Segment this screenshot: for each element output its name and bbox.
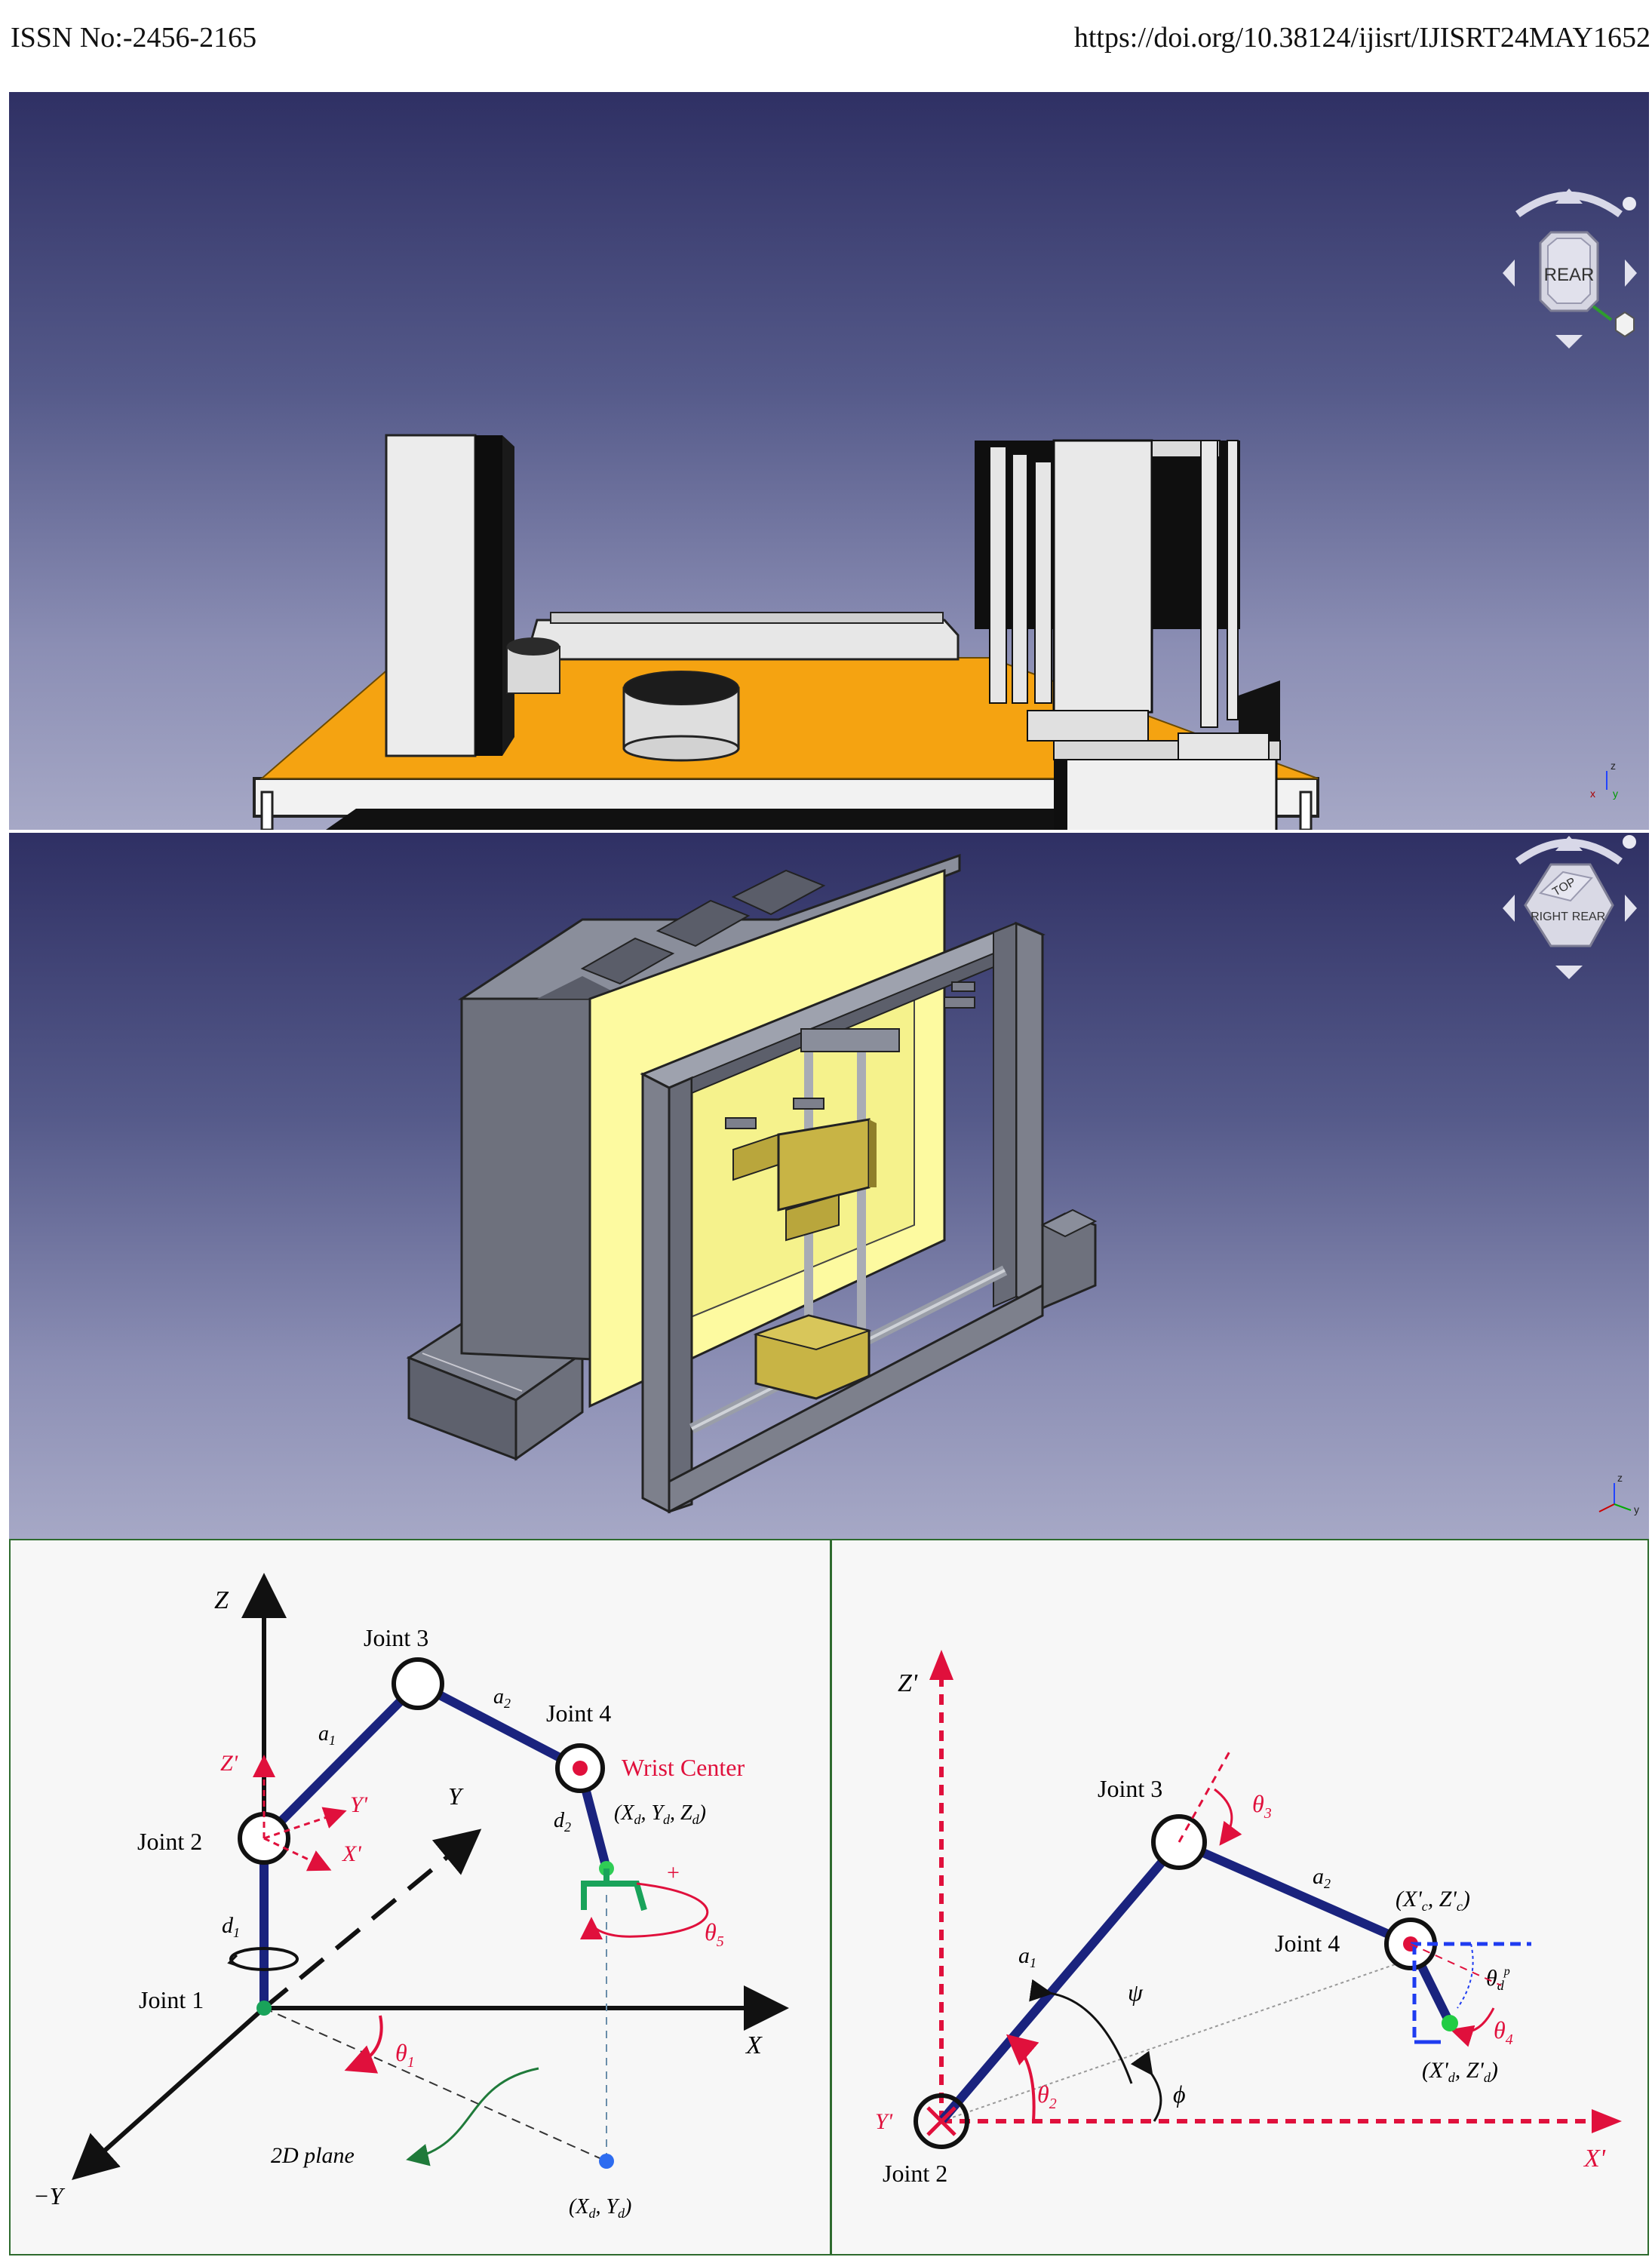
gripper-carriage (732, 1118, 877, 1242)
joint2-marker (914, 2093, 969, 2149)
front-gantry-frame (640, 921, 1046, 1514)
svg-text:X: X (745, 2031, 763, 2059)
target-point (599, 2154, 614, 2169)
left-kinematic-diagram: Z X −Y Y (Xd, Yd) 2D plane θ1 (33, 1573, 789, 2221)
axis-indicator: z x y (1590, 760, 1618, 800)
svg-text:Y': Y' (350, 1792, 368, 1817)
view-cube-right-label: RIGHT (1531, 910, 1568, 923)
svg-text:d1: d1 (222, 1913, 240, 1940)
svg-text:θ5: θ5 (705, 1918, 724, 1950)
svg-text:y: y (1613, 788, 1618, 800)
svg-text:Joint 4: Joint 4 (1275, 1930, 1340, 1957)
svg-text:Y': Y' (875, 2109, 893, 2134)
panel-divider (830, 1540, 832, 2254)
svg-text:a1: a1 (318, 1722, 336, 1748)
svg-text:Joint 1: Joint 1 (139, 1986, 204, 2013)
joint1-marker (256, 2001, 272, 2016)
svg-text:Joint 2: Joint 2 (883, 2160, 947, 2187)
svg-text:θ3: θ3 (1252, 1790, 1272, 1822)
svg-text:ψ: ψ (1128, 1979, 1144, 2006)
svg-text:Z': Z' (898, 1669, 918, 1697)
left-conveyor (406, 1313, 585, 1461)
svg-text:+: + (667, 1860, 680, 1885)
target-xyz-label: (Xd, Yd, Zd) (614, 1801, 706, 1827)
svg-text:y: y (1634, 1503, 1639, 1515)
svg-text:d2: d2 (554, 1809, 571, 1835)
svg-text:2D plane: 2D plane (271, 2143, 355, 2168)
right-motor-box (1040, 1208, 1098, 1310)
svg-text:−: − (584, 1921, 597, 1945)
svg-text:Y: Y (448, 1783, 464, 1810)
cabinet (457, 853, 961, 1362)
view-cube-face-label: REAR (1544, 265, 1595, 285)
svg-text:X': X' (1583, 2145, 1606, 2173)
rotate-left-icon[interactable] (1503, 259, 1515, 287)
kinematics-figure-panel: Z X −Y Y (Xd, Yd) 2D plane θ1 (9, 1539, 1649, 2255)
rotate-down-icon[interactable] (1555, 335, 1583, 349)
svg-text:z: z (1617, 1472, 1623, 1484)
svg-text:x: x (1590, 788, 1595, 800)
rotate-left-icon[interactable] (1503, 895, 1515, 922)
wrist-coord-label: (X'c, Z'c) (1396, 1887, 1470, 1914)
doi-link[interactable]: https://doi.org/10.38124/ijisrt/IJISRT24… (1073, 22, 1650, 54)
svg-text:a2: a2 (493, 1685, 511, 1711)
svg-text:Joint 3: Joint 3 (364, 1624, 428, 1651)
navigation-view-cube[interactable]: REAR (1503, 189, 1637, 349)
end-effector-point (1442, 2015, 1458, 2031)
svg-text:ϕ: ϕ (1173, 2080, 1186, 2108)
svg-text:θdp: θdp (1486, 1965, 1510, 1993)
svg-text:θ4: θ4 (1494, 2016, 1513, 2048)
rotate-right-icon[interactable] (1625, 895, 1637, 922)
mini-cube-icon[interactable] (1615, 311, 1635, 338)
svg-text:a2: a2 (1313, 1864, 1331, 1891)
svg-text:a1: a1 (1018, 1943, 1036, 1970)
left-tower (385, 434, 514, 757)
axis-indicator: z y (1598, 1472, 1639, 1515)
svg-text:θ1: θ1 (395, 2039, 415, 2071)
target-xy-label: (Xd, Yd) (569, 2195, 631, 2221)
svg-text:Wrist Center: Wrist Center (622, 1754, 745, 1781)
navigation-view-cube[interactable]: TOP RIGHT REAR (1503, 835, 1637, 979)
svg-text:Z': Z' (220, 1751, 238, 1776)
small-cylinder (506, 637, 560, 694)
issn-number: ISSN No:-2456-2165 (11, 22, 257, 54)
brackets (725, 981, 975, 1129)
rotate-right-icon[interactable] (1625, 259, 1637, 287)
svg-text:−Y: −Y (33, 2182, 66, 2209)
view-cube-rear-label: REAR (1572, 910, 1605, 923)
joint3-marker (392, 1657, 444, 1710)
svg-text:θ2: θ2 (1037, 2080, 1057, 2112)
cad-rear-view-panel[interactable]: REAR z x y (9, 92, 1649, 830)
right-kinematic-diagram: Z' X' Y' Joint 2 Joint 3 θ3 a2 (875, 1650, 1622, 2187)
svg-text:Joint 3: Joint 3 (1098, 1775, 1162, 1802)
right-frame-assembly (975, 439, 1281, 830)
svg-text:Z: Z (214, 1586, 229, 1614)
view-menu-icon[interactable] (1623, 835, 1636, 849)
svg-text:Joint 4: Joint 4 (546, 1700, 611, 1727)
target-coord-label: (X'd, Z'd) (1422, 2058, 1498, 2085)
svg-text:Joint 2: Joint 2 (137, 1828, 202, 1855)
base-carriage (753, 1314, 872, 1400)
table-base (253, 777, 1319, 830)
cad-isometric-view-panel[interactable]: TOP RIGHT REAR z y (9, 833, 1649, 1539)
view-menu-icon[interactable] (1623, 197, 1636, 210)
svg-text:X': X' (342, 1841, 361, 1866)
svg-text:z: z (1611, 760, 1616, 772)
cylinder (622, 671, 740, 762)
rotate-down-icon[interactable] (1555, 966, 1583, 979)
rail-bar (528, 612, 960, 661)
